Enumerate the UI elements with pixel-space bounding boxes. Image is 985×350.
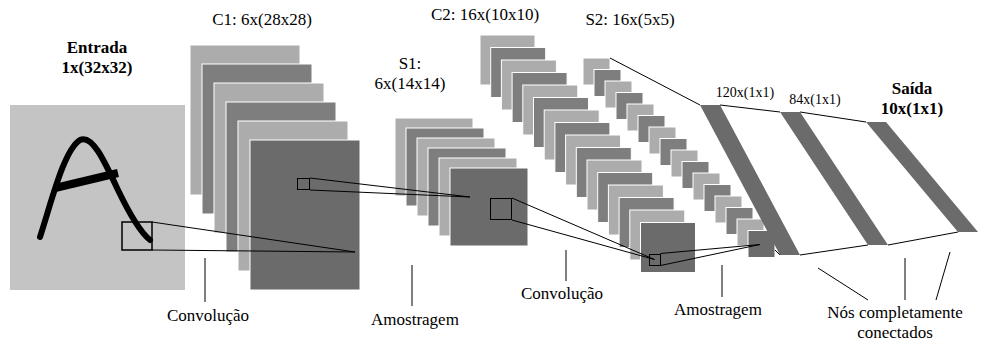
layer-heading: S2: 16x(5x5) — [560, 10, 700, 30]
stage-label: Amostragem — [663, 300, 773, 320]
layer-band-shape — [866, 122, 978, 232]
receptive-field — [122, 222, 152, 250]
receptive-field — [297, 178, 310, 190]
input-image — [10, 105, 185, 290]
layer-band — [700, 105, 800, 255]
leader-line — [936, 252, 950, 300]
receptive-field — [490, 198, 512, 220]
feature-map-sheet — [641, 223, 696, 273]
layer-heading: 120x(1x1) — [695, 85, 795, 101]
feature-map-layer: C2: 16x(10x10) — [641, 223, 696, 273]
layer-heading: 84x(1x1) — [770, 92, 860, 108]
feature-map-stacks — [190, 35, 775, 290]
dense-layer: 84x(1x1) — [780, 112, 888, 245]
layer-heading: S1: 6x(14x14) — [367, 54, 453, 93]
leader-line — [566, 250, 567, 281]
layer-heading: Entrada 1x(32x32) — [47, 38, 147, 77]
dense-layer: 120x(1x1) — [700, 105, 800, 255]
leader-line — [205, 258, 206, 302]
stage-label: Amostragem — [360, 310, 470, 330]
stage-label: Convolução — [153, 306, 263, 326]
subsampling-layer: S1: 6x(14x14) — [450, 168, 528, 246]
stage-label: Nós completamente conectados — [809, 303, 981, 342]
stage-label: Convolução — [507, 284, 617, 304]
layer-band — [780, 112, 888, 245]
leader-lines — [205, 250, 950, 306]
feature-map-sheet — [250, 140, 360, 290]
layer-heading: C2: 16x(10x10) — [405, 5, 565, 25]
projection-line — [152, 222, 355, 252]
feature-map-sheet — [450, 168, 528, 246]
letter-stroke — [40, 139, 150, 240]
projection-line — [512, 198, 655, 260]
receptive-field — [649, 254, 661, 266]
layer-band — [866, 122, 978, 232]
leader-line — [905, 258, 906, 300]
leader-line — [412, 265, 413, 306]
layer-band-shape — [780, 112, 888, 245]
feature-map-layer: C1: 6x(28x28) — [250, 140, 360, 290]
output-layer: Saída 10x(1x1) — [866, 122, 978, 232]
layer-heading: C1: 6x(28x28) — [172, 10, 352, 30]
leader-line — [818, 268, 868, 300]
layer-band-shape — [700, 105, 800, 255]
layer-heading: Saída 10x(1x1) — [866, 79, 958, 118]
leader-line — [722, 265, 723, 297]
letter-bar — [55, 173, 118, 188]
projection-line — [661, 245, 761, 266]
input-layer: Entrada 1x(32x32) — [10, 105, 185, 290]
projection-line — [310, 178, 470, 197]
